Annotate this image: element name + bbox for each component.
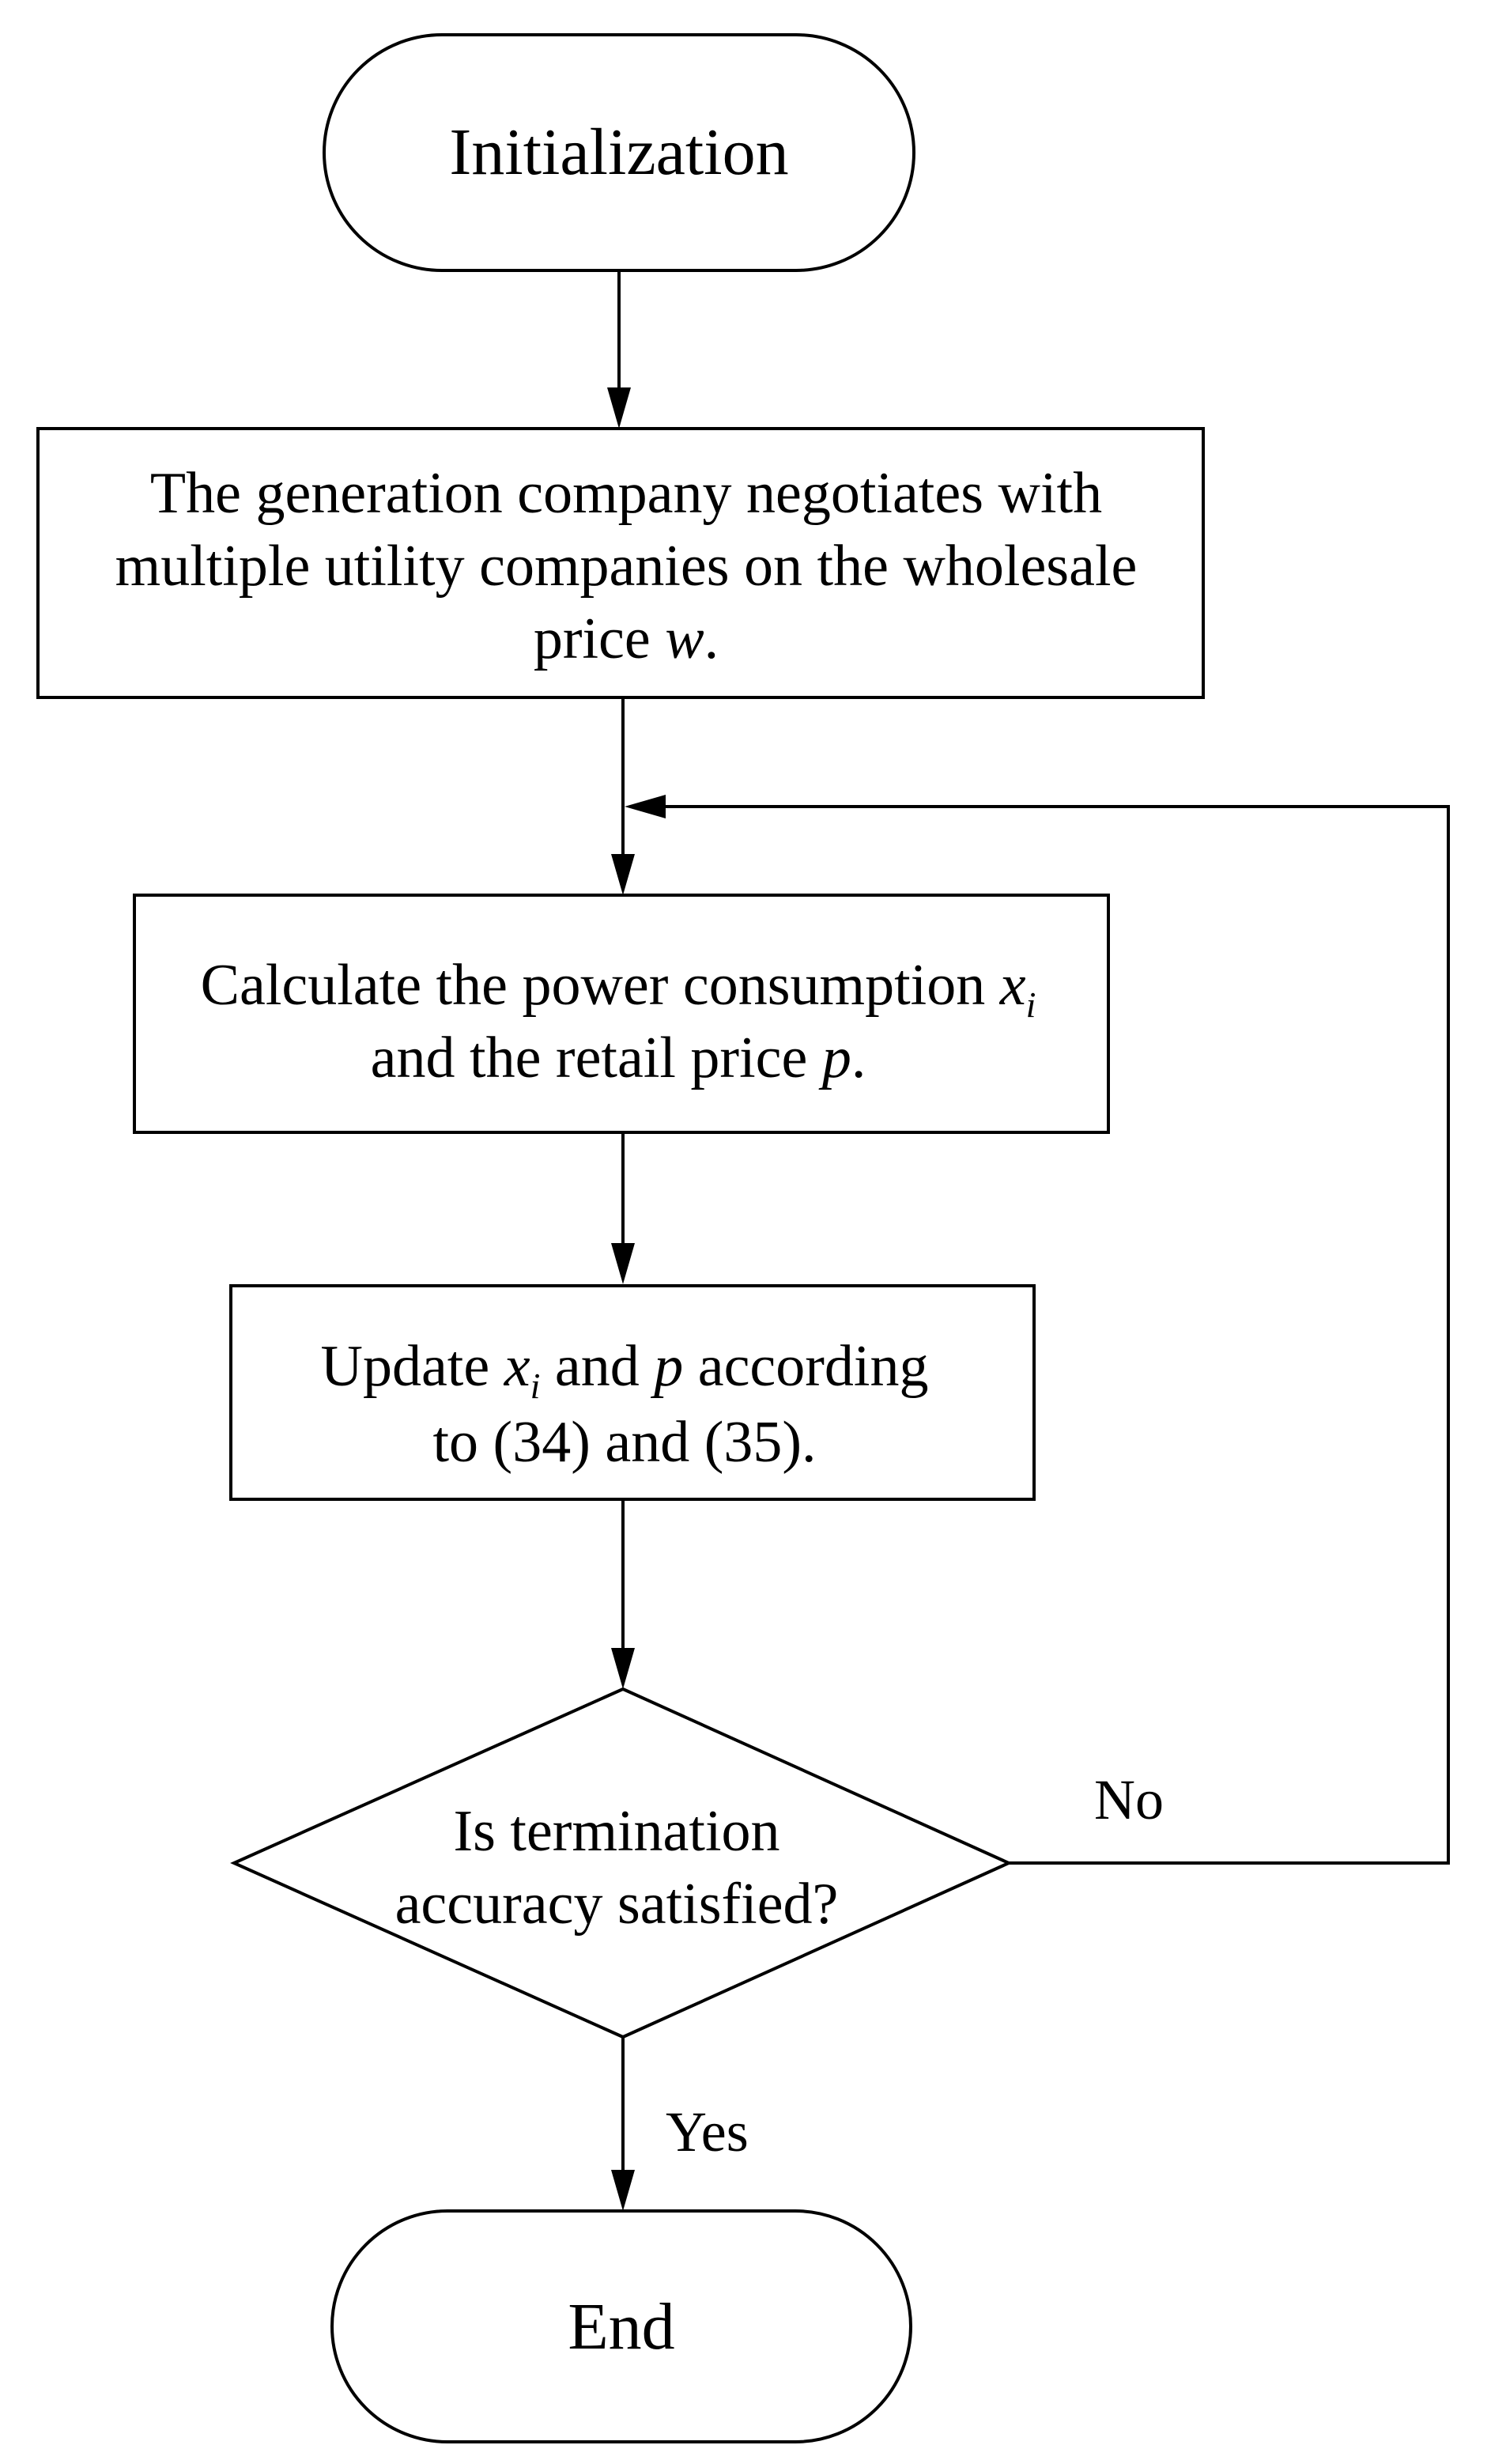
edge-update-to-decision [611,1499,635,1689]
decision-node: Is termination accuracy satisfied? [230,1687,1013,2039]
yes-label: Yes [666,2100,749,2164]
start-label: Initialization [449,115,788,189]
edge-negotiate-to-calculate [611,697,635,895]
calculate-line-2: and the retail price p. [371,1026,866,1090]
edge-start-to-negotiate [607,270,631,429]
negotiate-node: The generation company negotiates with m… [36,427,1205,699]
decision-line-2: accuracy satisfied? [395,1872,839,1937]
start-node: Initialization [323,33,915,272]
edge-decision-no-loop: No [625,795,1450,1865]
calculate-node: Calculate the power consumption xi and t… [133,894,1110,1134]
update-line-1: Update xi and p according [321,1334,929,1406]
edge-decision-yes: Yes [611,2037,749,2211]
decision-line-1: Is termination [453,1799,779,1864]
end-node: End [330,2209,912,2443]
update-node: Update xi and p according to (34) and (3… [229,1284,1036,1501]
update-line-2: to (34) and (35). [433,1410,817,1475]
negotiate-line-2: multiple utility companies on the wholes… [115,534,1138,599]
no-label: No [1094,1768,1164,1831]
negotiate-line-3: price w. [534,607,719,671]
negotiate-line-1: The generation company negotiates with [150,461,1102,526]
edge-calculate-to-update [611,1132,635,1284]
calculate-line-1: Calculate the power consumption xi [201,953,1036,1025]
end-label: End [568,2290,674,2364]
